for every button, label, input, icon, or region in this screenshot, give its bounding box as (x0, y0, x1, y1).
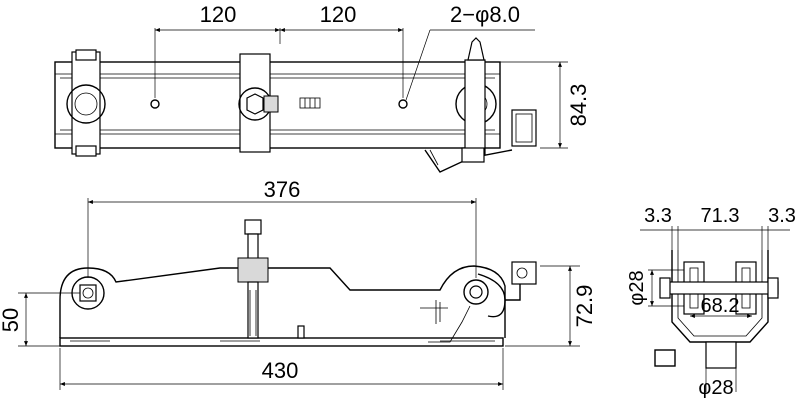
dim-top-right-spacing: 120 (320, 2, 357, 27)
dim-overall-length: 430 (262, 358, 299, 383)
end-bottom-stud (705, 341, 737, 369)
dim-wall-left: 3.3 (644, 205, 672, 227)
top-dim-lines (154, 28, 568, 149)
dim-pin-span: 376 (264, 177, 301, 202)
dim-bottom-dia: φ28 (698, 377, 733, 399)
top-view: 120 120 2−φ8.0 84.3 (54, 2, 591, 173)
front-base-plate (59, 337, 504, 347)
hole-left (150, 99, 160, 109)
front-center-bolt (237, 219, 305, 339)
dim-wall-right: 3.3 (768, 205, 796, 227)
dim-top-height: 84.3 (566, 84, 591, 127)
top-rail-body (54, 61, 501, 149)
end-small-block (654, 349, 676, 367)
dim-top-left-spacing: 120 (200, 2, 237, 27)
dim-roller-dia: φ28 (626, 270, 648, 305)
front-right-pin (420, 261, 537, 343)
dim-pin-height: 50 (0, 308, 23, 332)
end-view: 3.3 71.3 3.3 φ28 68.2 φ28 (626, 205, 796, 399)
left-roller (66, 49, 106, 157)
right-roller (455, 37, 497, 155)
right-bracket (424, 109, 537, 173)
dim-total-height: 72.9 (572, 285, 597, 328)
front-profile (59, 265, 506, 338)
front-view: 376 430 50 72.9 (0, 177, 597, 390)
end-dim-lines (640, 226, 790, 392)
hole-right (398, 99, 408, 109)
dim-inner-width: 71.3 (701, 205, 740, 227)
center-clamp (238, 53, 321, 153)
end-shaft (661, 281, 779, 295)
dim-roller-span: 68.2 (701, 295, 740, 317)
dim-hole-spec: 2−φ8.0 (450, 2, 520, 27)
front-dim-lines (18, 198, 580, 390)
